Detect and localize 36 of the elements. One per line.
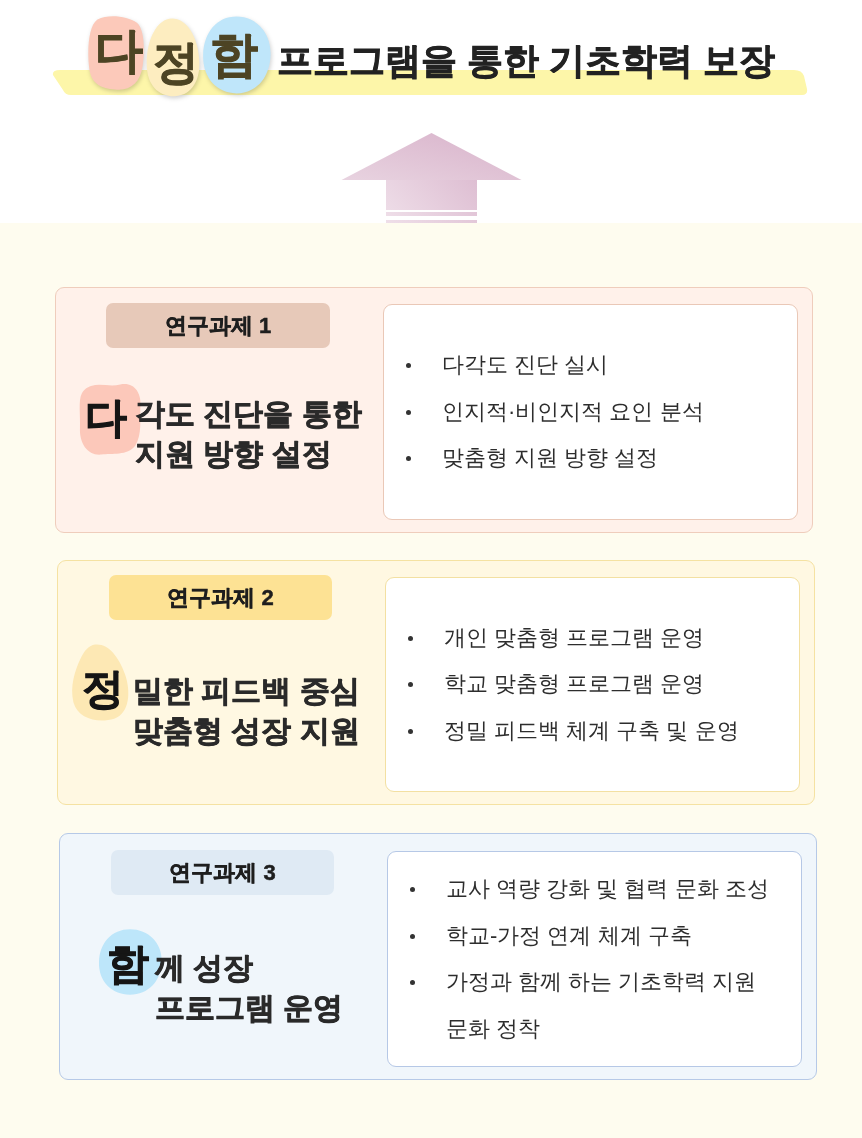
badge-label: 연구과제 1 xyxy=(164,311,272,340)
task-heading: 께 성장 프로그램 운영 xyxy=(155,950,345,1026)
letter-blob xyxy=(71,643,131,721)
blob-letter: 함 xyxy=(210,31,258,79)
task-heading: 각도 진단을 통한 지원 방향 설정 xyxy=(135,396,363,472)
task-heading: 밀한 피드백 중심 맞춤형 성장 지원 xyxy=(133,673,361,749)
list-item: 교사 역량 강화 및 협력 문화 조성 xyxy=(446,875,769,903)
list-item: 학교 맞춤형 프로그램 운영 xyxy=(444,670,705,699)
badge-label: 연구과제 2 xyxy=(167,583,274,612)
list-item: 개인 맞춤형 프로그램 운영 xyxy=(444,623,705,652)
letter-blob xyxy=(145,17,201,97)
blob-letter: 정 xyxy=(153,39,199,85)
letter-blob xyxy=(201,15,272,95)
blob-letter: 다 xyxy=(85,397,127,439)
list-box xyxy=(383,304,798,520)
list-box xyxy=(385,577,800,792)
list-item: 가정과 함께 하는 기초학력 지원 문화 정착 xyxy=(446,968,758,1043)
blob-letter: 함 xyxy=(107,943,149,985)
task-panel xyxy=(55,287,813,533)
arrow xyxy=(341,133,522,223)
task-panel xyxy=(59,833,817,1080)
list-item: 학교-가정 연계 체계 구축 xyxy=(446,921,692,950)
background-area xyxy=(0,223,862,1138)
task-badge xyxy=(106,303,330,348)
blob-letter: 정 xyxy=(82,668,124,710)
list-item: 정밀 피드백 체계 구축 및 운영 xyxy=(444,716,739,745)
task-panel xyxy=(57,560,815,805)
list-item: 맞춤형 지원 방향 설정 xyxy=(442,444,659,473)
letter-blob xyxy=(87,15,145,92)
list-box xyxy=(387,851,802,1067)
badge-label: 연구과제 3 xyxy=(169,858,276,887)
blob-letter: 다 xyxy=(95,27,143,75)
task-badge xyxy=(109,575,332,620)
title-text: 프로그램을 통한 기초학력 보장 xyxy=(277,40,775,83)
list-item: 다각도 진단 실시 xyxy=(442,351,609,380)
list-item: 인지적·비인지적 요인 분석 xyxy=(442,397,704,426)
